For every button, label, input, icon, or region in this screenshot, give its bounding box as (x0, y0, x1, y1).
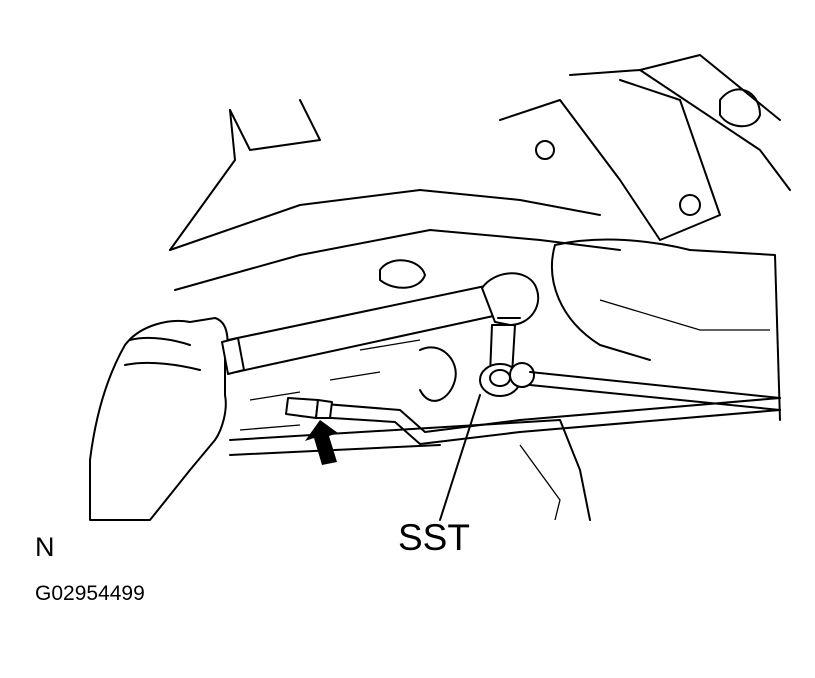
vehicle-underbody (169, 54, 791, 521)
sst-callout-label: SST (398, 517, 470, 558)
sst-tool (439, 324, 535, 521)
note-letter: N (35, 532, 55, 562)
figure-code: G02954499 (35, 582, 145, 605)
hand (89, 317, 229, 521)
brake-line (285, 371, 781, 445)
arrow-icon (305, 420, 338, 465)
wrench-handle (221, 272, 540, 375)
